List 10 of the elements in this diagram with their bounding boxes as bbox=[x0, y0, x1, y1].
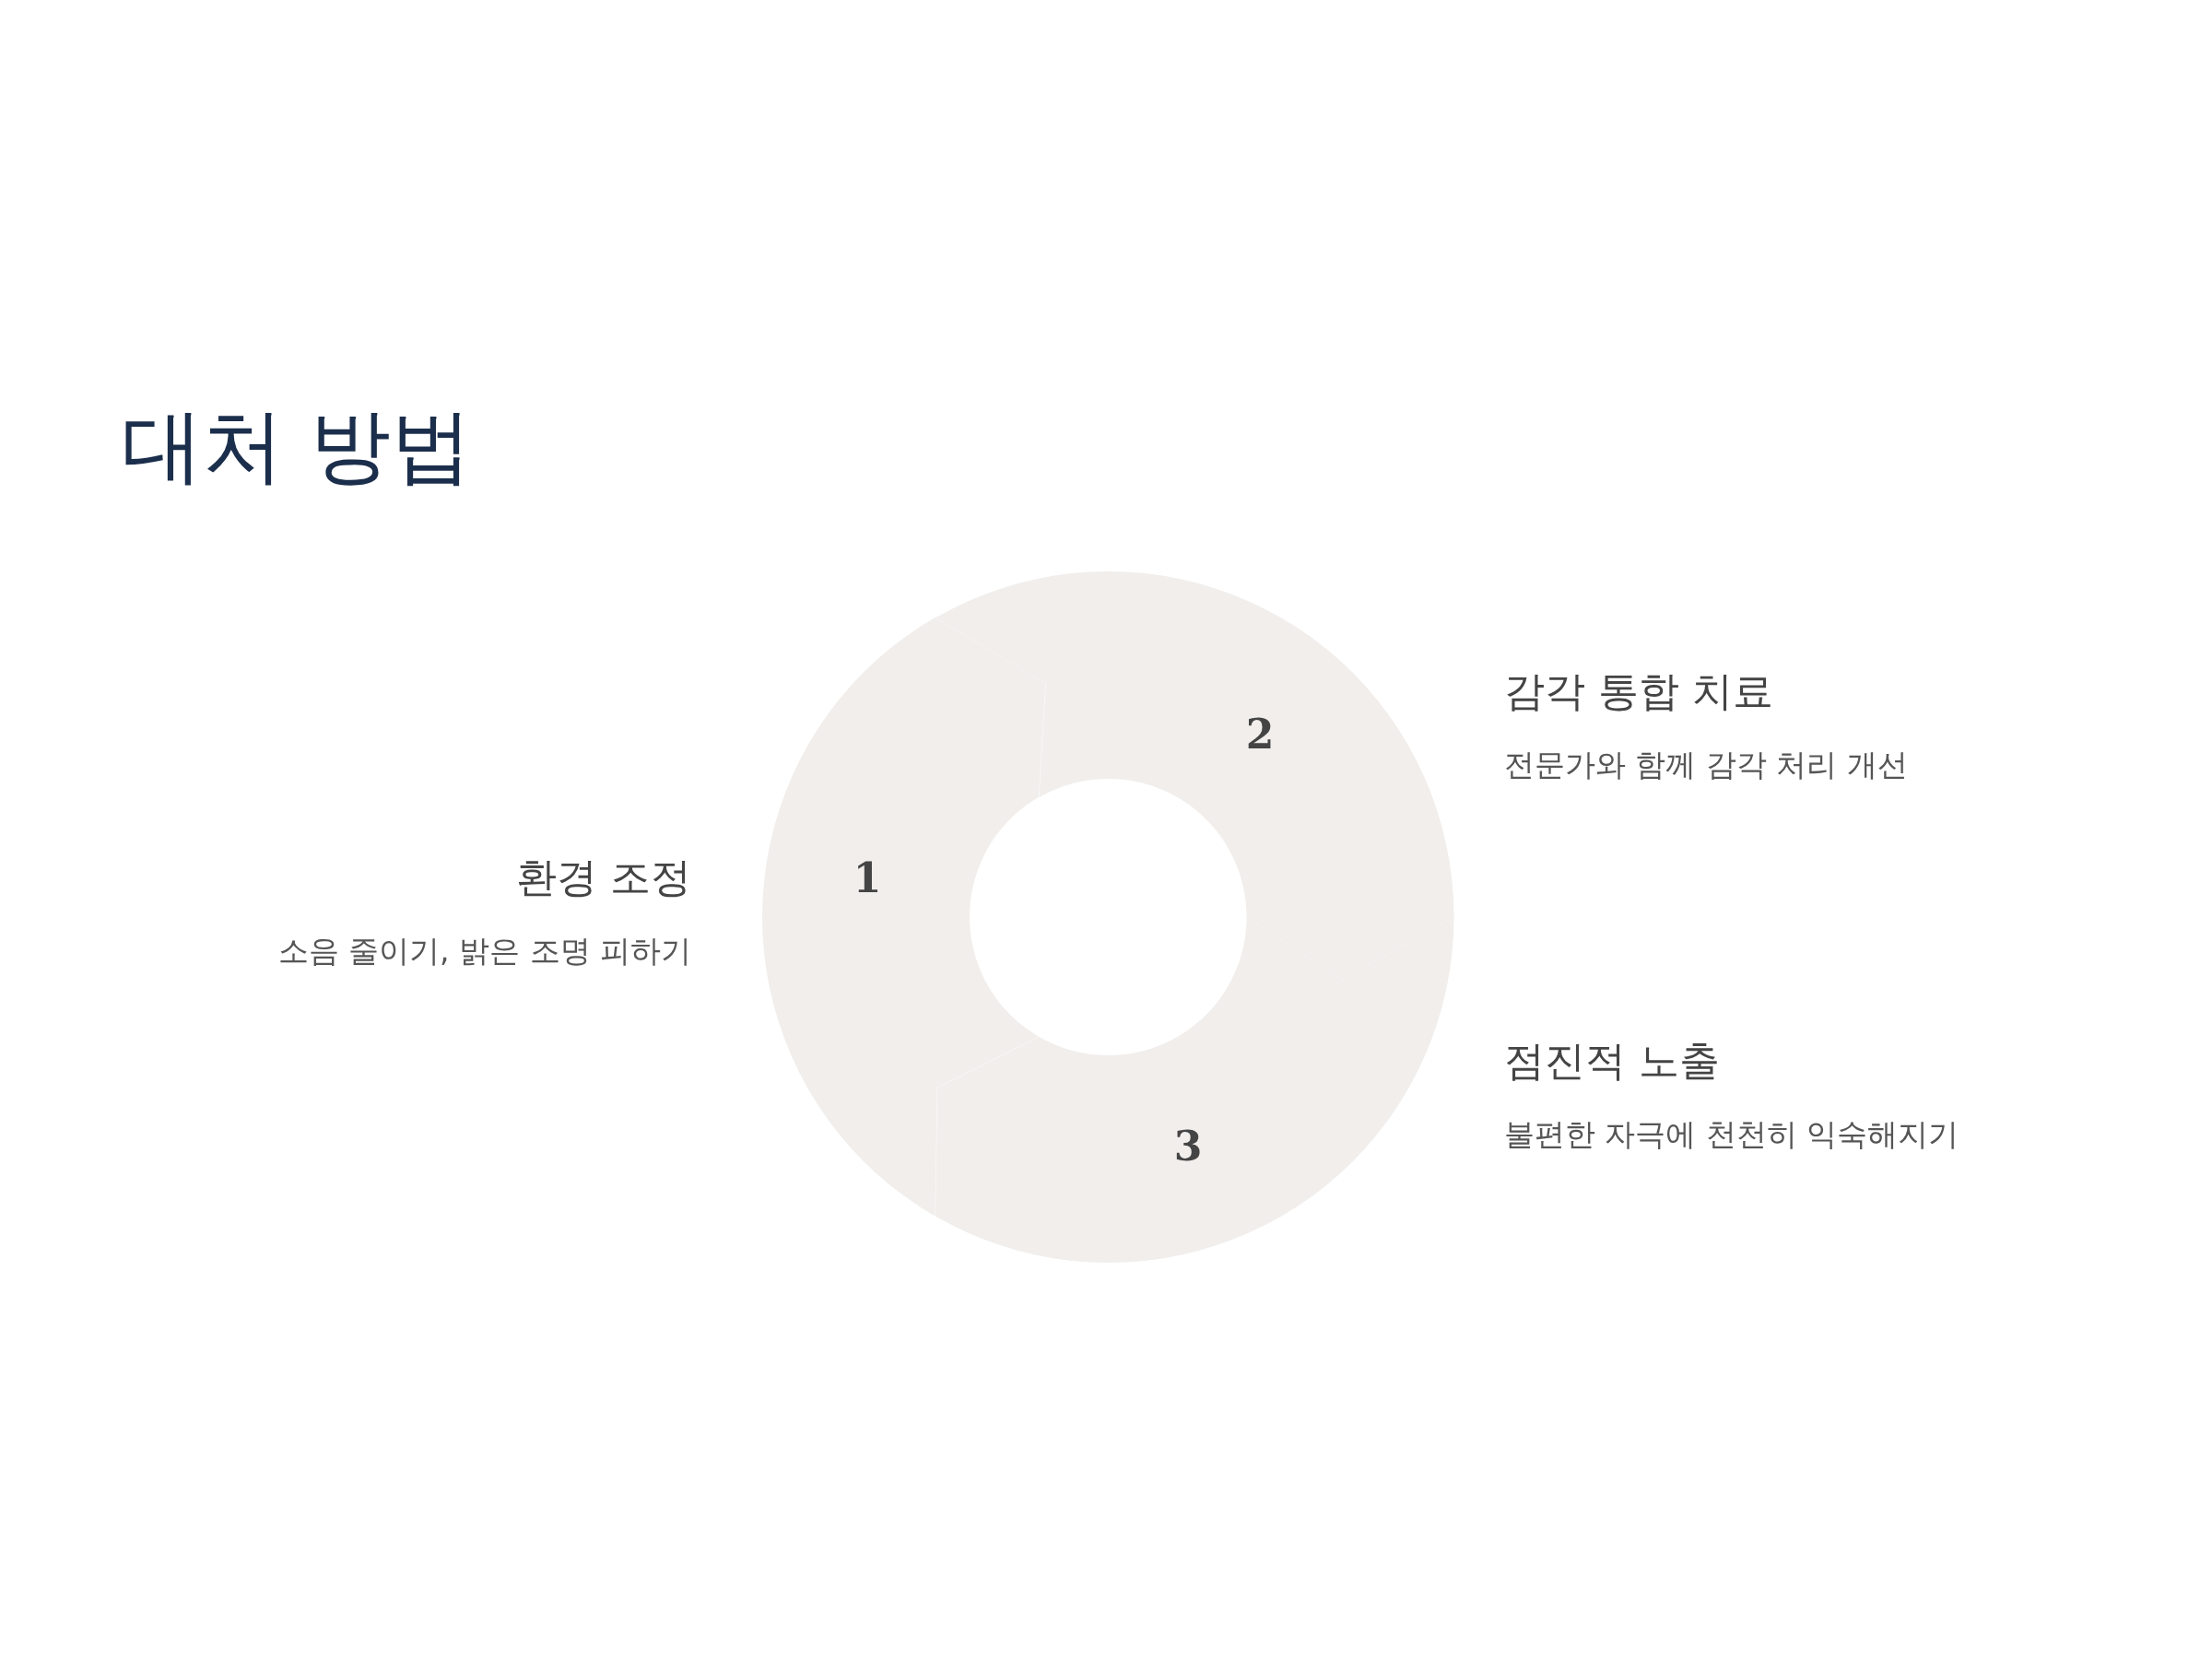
step-number: 1 bbox=[853, 853, 882, 901]
step-number: 2 bbox=[1245, 710, 1275, 758]
step-description: 소음 줄이기, 밝은 조명 피하기 bbox=[277, 931, 691, 971]
step-description: 불편한 자극에 천천히 익숙해지기 bbox=[1504, 1114, 1959, 1154]
step-heading: 감각 통합 치료 bbox=[1504, 665, 1773, 716]
title: 대처 방법 bbox=[122, 397, 472, 495]
step-description: 전문가와 함께 감각 처리 개선 bbox=[1504, 745, 1908, 784]
step-heading: 점진적 노출 bbox=[1504, 1035, 1720, 1086]
step-heading: 환경 조정 bbox=[516, 852, 691, 902]
step-number: 3 bbox=[1173, 1122, 1203, 1170]
